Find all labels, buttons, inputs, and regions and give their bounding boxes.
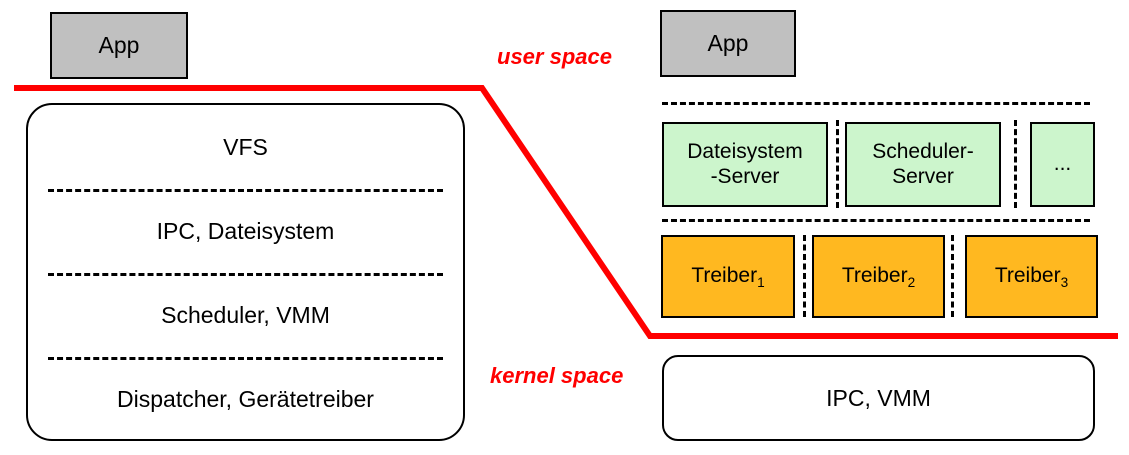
monolithic-layer-scheduler-vmm: Scheduler, VMM [161,301,330,328]
driver-label-index: 1 [757,274,765,290]
server-divider-1 [836,120,839,208]
monolithic-layer-dispatcher-geraetetreiber: Dispatcher, Gerätetreiber [117,385,374,412]
server-label-line1: Scheduler- [872,140,974,164]
app-box-microkernel: App [660,10,796,77]
microkernel-divider-middle [662,219,1090,222]
app-box-monolithic: App [50,12,188,79]
driver-box-treiber-3: Treiber3 [965,235,1098,318]
server-label-line1: Dateisystem [687,140,803,164]
driver-label-index: 3 [1060,274,1069,290]
driver-label-treiber-3: Treiber3 [994,264,1069,290]
driver-label-index: 2 [907,274,916,290]
server-label-ellipsis: ... [1053,152,1072,176]
monolithic-kernel-box: VFS IPC, Dateisystem Scheduler, VMM Disp… [26,103,465,441]
driver-label-name: Treiber [691,264,758,288]
monolithic-divider-3 [48,357,443,360]
server-box-dateisystem: Dateisystem -Server [662,122,828,207]
driver-label-name: Treiber [994,264,1061,288]
microkernel-base-box: IPC, VMM [662,355,1095,441]
driver-box-treiber-1: Treiber1 [661,235,795,318]
server-box-ellipsis: ... [1030,122,1095,207]
kernel-space-label: kernel space [490,363,624,388]
user-space-label: user space [497,44,612,69]
server-divider-2 [1014,120,1017,208]
server-label-line2: Server [892,164,954,188]
monolithic-layer-vfs: VFS [223,133,268,160]
server-box-scheduler: Scheduler- Server [845,122,1001,207]
driver-label-treiber-2: Treiber2 [841,264,916,290]
driver-divider-2 [951,235,954,317]
monolithic-layer-ipc-dateisystem: IPC, Dateisystem [156,217,335,244]
driver-divider-1 [803,235,806,317]
driver-label-name: Treiber [841,264,908,288]
server-label-line2: -Server [710,164,780,188]
driver-box-treiber-2: Treiber2 [812,235,945,318]
server-label-scheduler: Scheduler- Server [872,140,974,188]
server-label-dateisystem: Dateisystem -Server [687,140,803,188]
driver-label-treiber-1: Treiber1 [691,264,765,290]
microkernel-divider-top [662,102,1090,105]
